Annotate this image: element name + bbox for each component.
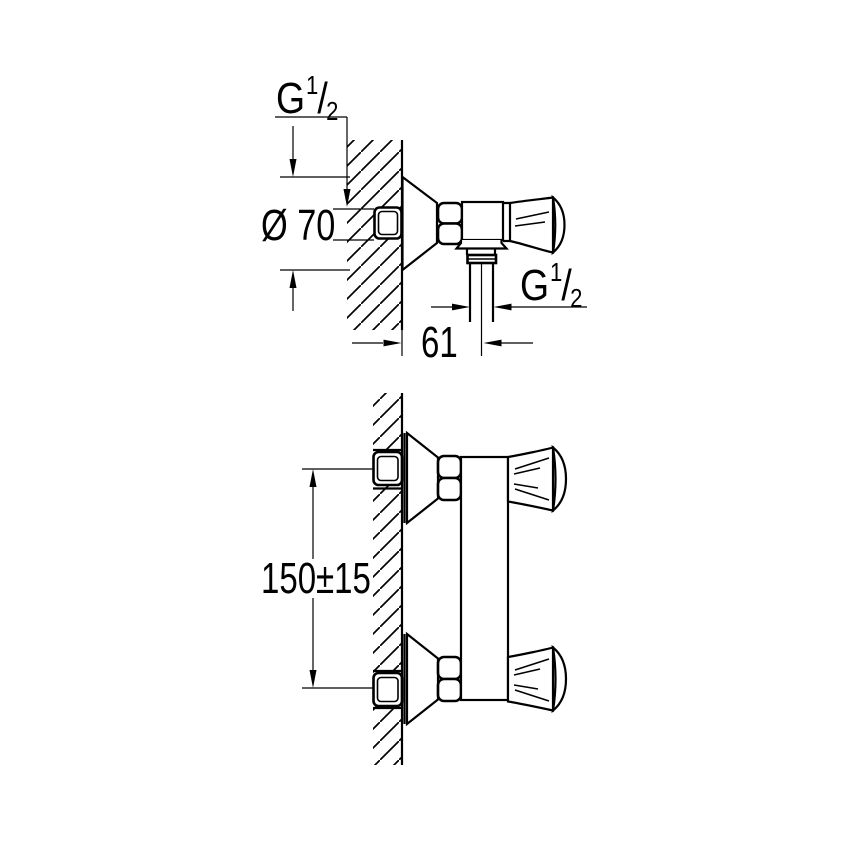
front-view: 150±15 [261, 393, 568, 765]
handle-flutes [513, 658, 550, 702]
dim-escutcheon-diameter: Ø 70 [261, 126, 350, 311]
outlet-skirt [454, 240, 509, 250]
leader-line [275, 116, 348, 190]
upper-escutcheon [403, 430, 440, 526]
inlet-thread-label: G1/2 [276, 71, 338, 126]
handle-neck [503, 201, 510, 243]
handle-flutes [513, 457, 550, 501]
handle-flare [506, 446, 555, 512]
extension-lines [333, 208, 374, 241]
connection-spacing-label: 150±15 [261, 555, 371, 604]
dim-connection-spacing: 150±15 [261, 468, 373, 689]
outlet-thread-label: G1/2 [520, 258, 582, 313]
outlet-pipe [468, 263, 495, 322]
handle-flutes [514, 211, 550, 227]
arrowhead-down [309, 670, 317, 688]
handle-cap [551, 644, 568, 714]
handle-flare [506, 646, 555, 712]
arrowhead-left [493, 303, 512, 311]
wall-to-outlet-label: 61 [421, 319, 458, 368]
lower-handle [506, 644, 568, 714]
extension-lines [280, 176, 350, 271]
arrowhead-right [452, 303, 470, 311]
arrowhead-right [383, 339, 402, 347]
wall-hatching [373, 393, 402, 765]
lower-mounting-nut [436, 655, 463, 703]
arrowhead-down [343, 189, 351, 207]
upper-handle [506, 444, 568, 514]
dim-wall-to-outlet: 61 [352, 319, 533, 368]
pipe-union [373, 206, 403, 240]
mounting-nut [436, 201, 464, 246]
handle-cap [551, 444, 568, 514]
diameter-label: Ø 70 [261, 201, 335, 250]
side-view: G1/2 Ø 70 G1/2 [261, 71, 587, 367]
outlet [454, 240, 509, 356]
lower-pipe-union [372, 669, 404, 710]
handle-cap [551, 194, 566, 256]
handle [503, 194, 566, 256]
arrowhead-up [289, 270, 297, 288]
arrowhead-left [483, 339, 502, 347]
dim-inlet-thread: G1/2 [275, 71, 374, 241]
upper-pipe-union [372, 448, 404, 490]
lower-escutcheon [403, 631, 440, 727]
body-bar [459, 455, 510, 702]
valve-body [460, 200, 505, 242]
escutcheon [401, 174, 439, 273]
extension-lines [302, 468, 373, 689]
arrowhead-down [289, 159, 297, 177]
dim-outlet-thread: G1/2 [431, 258, 587, 313]
arrowhead-up [309, 469, 317, 487]
upper-mounting-nut [436, 454, 463, 502]
